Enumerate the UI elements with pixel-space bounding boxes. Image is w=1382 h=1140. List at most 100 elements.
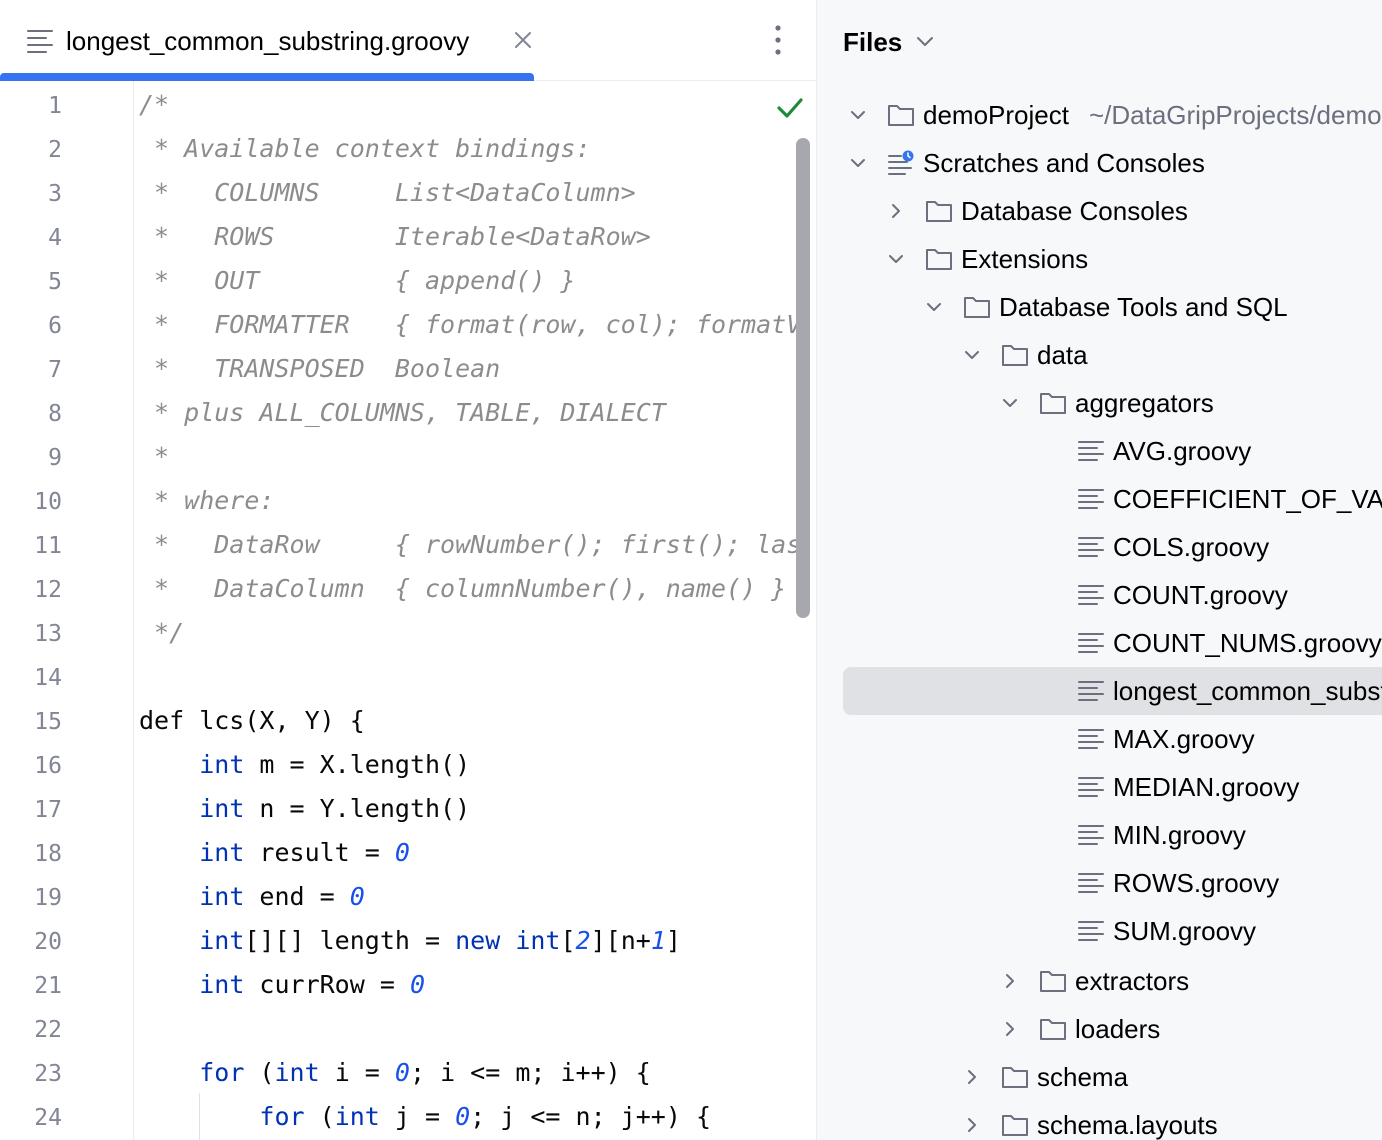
tree-item-file[interactable]: MIN.groovy bbox=[843, 811, 1382, 859]
code-token: ( bbox=[244, 1058, 275, 1087]
tab-title: longest_common_substring.groovy bbox=[66, 26, 470, 56]
tree-item-label: aggregators bbox=[1075, 388, 1214, 418]
more-vertical-icon[interactable] bbox=[764, 22, 792, 58]
chevron-down-icon[interactable] bbox=[849, 154, 867, 172]
code-token: j = bbox=[379, 1102, 456, 1131]
text-file-icon bbox=[1078, 873, 1104, 893]
text-file-icon bbox=[27, 30, 53, 53]
chevron-down-icon[interactable] bbox=[1001, 394, 1019, 412]
line-number: 13 bbox=[34, 621, 62, 647]
line-number: 1 bbox=[48, 93, 62, 119]
tree-item-data[interactable]: data bbox=[843, 331, 1382, 379]
tree-item-extractors[interactable]: extractors bbox=[843, 957, 1382, 1005]
line-number-gutter[interactable]: 1 2 3 4 5 6 7 8 9 10 11 12 13 14 15 16 1… bbox=[0, 81, 134, 1140]
tree-item-file[interactable]: COEFFICIENT_OF_VARIATION.groovy bbox=[843, 475, 1382, 523]
panel-title: Files bbox=[843, 26, 903, 57]
chevron-down-icon[interactable] bbox=[887, 250, 905, 268]
text-file-icon bbox=[1078, 825, 1104, 845]
folder-icon bbox=[1002, 345, 1028, 366]
chevron-down-icon[interactable] bbox=[925, 298, 943, 316]
chevron-down-icon[interactable] bbox=[963, 346, 981, 364]
check-icon[interactable] bbox=[776, 96, 804, 120]
tree-item-file[interactable]: AVG.groovy bbox=[843, 427, 1382, 475]
tree-item-label: SUM.groovy bbox=[1113, 916, 1257, 946]
code-token: m = X.length() bbox=[244, 750, 471, 779]
tree-item-label: Database Consoles bbox=[961, 196, 1188, 226]
tree-item-database-consoles[interactable]: Database Consoles bbox=[843, 187, 1382, 235]
line-number: 7 bbox=[48, 357, 62, 383]
text-file-icon bbox=[1078, 537, 1104, 557]
tree-item-demoproject[interactable]: demoProject~/DataGripProjects/demoProjec… bbox=[843, 91, 1382, 139]
chevron-right-icon[interactable] bbox=[1001, 972, 1019, 990]
number-token: 0 bbox=[349, 882, 365, 911]
chevron-down-icon[interactable] bbox=[849, 106, 867, 124]
tree-item-file[interactable]: MEDIAN.groovy bbox=[843, 763, 1382, 811]
tree-item-file[interactable]: COLS.groovy bbox=[843, 523, 1382, 571]
tree-item-extensions[interactable]: Extensions bbox=[843, 235, 1382, 283]
files-header[interactable]: Files bbox=[843, 24, 934, 60]
tree-item-label: schema.layouts bbox=[1037, 1110, 1218, 1140]
vertical-scrollbar[interactable] bbox=[796, 138, 810, 618]
text-file-icon bbox=[1078, 633, 1104, 653]
number-token: 0 bbox=[455, 1102, 471, 1131]
tree-item-aggregators[interactable]: aggregators bbox=[843, 379, 1382, 427]
tree-item-label: COUNT_NUMS.groovy bbox=[1113, 628, 1382, 658]
number-token: 0 bbox=[394, 1058, 410, 1087]
code-line: * DataColumn { columnNumber(), name() } bbox=[139, 574, 787, 603]
tree-item-file[interactable]: MAX.groovy bbox=[843, 715, 1382, 763]
tree-item-file[interactable]: COUNT.groovy bbox=[843, 571, 1382, 619]
chevron-right-icon[interactable] bbox=[887, 202, 905, 220]
chevron-right-icon[interactable] bbox=[963, 1116, 981, 1134]
close-icon[interactable] bbox=[512, 29, 534, 51]
tree-item-scratches-and-consoles[interactable]: Scratches and Consoles bbox=[843, 139, 1382, 187]
keyword-token: int bbox=[199, 882, 245, 911]
folder-icon bbox=[1002, 1115, 1028, 1136]
code-token: ][n+ bbox=[590, 926, 651, 955]
tree-item-label: ROWS.groovy bbox=[1113, 868, 1280, 898]
tree-item-file[interactable]: COUNT_NUMS.groovy bbox=[843, 619, 1382, 667]
number-token: 0 bbox=[394, 838, 410, 867]
folder-icon bbox=[1002, 1067, 1028, 1088]
line-number: 21 bbox=[34, 973, 62, 999]
code-line: int n = Y.length() bbox=[139, 787, 470, 831]
tree-item-loaders[interactable]: loaders bbox=[843, 1005, 1382, 1053]
tree-item-schema[interactable]: schema bbox=[843, 1053, 1382, 1101]
chevron-down-icon bbox=[917, 37, 934, 46]
code-line: * Available context bindings: bbox=[139, 134, 591, 163]
tree-item-label: COLS.groovy bbox=[1113, 532, 1270, 562]
code-token: def lcs(X, Y) { bbox=[139, 706, 365, 735]
code-token: ; j <= n; j++) { bbox=[470, 1102, 711, 1131]
text-file-icon bbox=[1078, 777, 1104, 797]
tree-item-label: COUNT.groovy bbox=[1113, 580, 1288, 610]
keyword-token: int bbox=[274, 1058, 320, 1087]
tree-item-label: schema bbox=[1037, 1062, 1129, 1092]
text-file-icon bbox=[1078, 681, 1104, 701]
active-tab-indicator bbox=[0, 73, 534, 81]
tree-item-schema-layouts[interactable]: schema.layouts bbox=[843, 1101, 1382, 1140]
tree-item-database-tools-and-sql[interactable]: Database Tools and SQL bbox=[843, 283, 1382, 331]
tree-item-file-selected[interactable]: longest_common_substring.groovy bbox=[843, 667, 1382, 715]
code-line: * COLUMNS List<DataColumn> bbox=[139, 178, 636, 207]
code-token: ] bbox=[665, 926, 681, 955]
line-number: 17 bbox=[34, 797, 62, 823]
editor-tab[interactable]: longest_common_substring.groovy bbox=[0, 0, 534, 81]
folder-icon bbox=[1040, 971, 1066, 992]
keyword-token: for bbox=[199, 1058, 245, 1087]
line-number: 5 bbox=[48, 269, 62, 295]
code-line: * where: bbox=[139, 486, 275, 515]
code-line: */ bbox=[139, 618, 185, 647]
tree-item-file[interactable]: SUM.groovy bbox=[843, 907, 1382, 955]
chevron-right-icon[interactable] bbox=[1001, 1020, 1019, 1038]
chevron-right-icon[interactable] bbox=[963, 1068, 981, 1086]
code-line: int end = 0 bbox=[139, 875, 365, 919]
tree-item-label: AVG.groovy bbox=[1113, 436, 1252, 466]
code-line: * DataRow { rowNumber(); first(); last()… bbox=[154, 530, 799, 559]
keyword-token: int bbox=[199, 750, 245, 779]
tree-item-label: MIN.groovy bbox=[1113, 820, 1246, 850]
line-number: 2 bbox=[48, 137, 62, 163]
code-area[interactable]: /* * Available context bindings: * COLUM… bbox=[139, 81, 799, 1140]
tree-item-label: Database Tools and SQL bbox=[999, 292, 1288, 322]
tree-item-file[interactable]: ROWS.groovy bbox=[843, 859, 1382, 907]
tree-item-label: MAX.groovy bbox=[1113, 724, 1255, 754]
code-line: * OUT { append() } bbox=[139, 266, 576, 295]
